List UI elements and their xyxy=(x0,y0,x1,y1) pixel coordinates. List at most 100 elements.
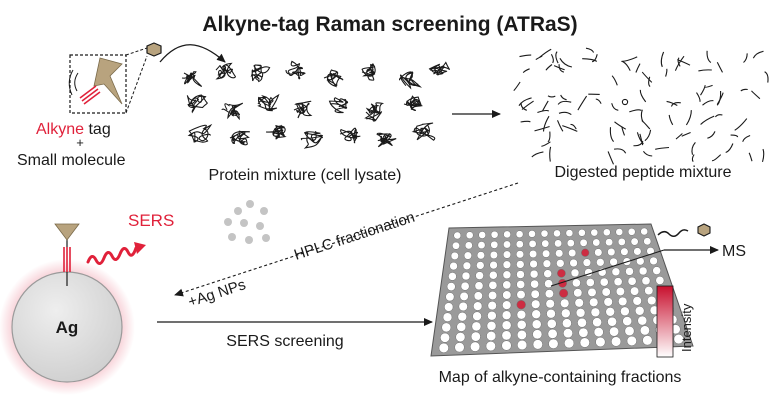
well xyxy=(574,298,584,308)
well xyxy=(577,317,587,328)
well xyxy=(627,276,637,286)
well xyxy=(452,241,460,250)
well xyxy=(488,280,498,290)
well xyxy=(440,332,450,343)
tagged-peptide-hexagon-icon xyxy=(697,223,711,237)
peptide-fragment xyxy=(582,58,598,62)
alkyne-tag-label: Alkyne tag xyxy=(36,121,111,138)
ag-np-dot xyxy=(260,207,268,215)
well xyxy=(603,297,613,307)
peptide-fragment xyxy=(560,94,567,101)
peptide-fragment xyxy=(635,63,641,73)
well xyxy=(611,336,622,347)
ag-np-dot xyxy=(234,207,242,215)
well xyxy=(486,331,497,341)
ag-np-dot xyxy=(246,200,254,208)
well xyxy=(473,301,483,311)
well xyxy=(458,301,468,312)
protein-tangle xyxy=(328,97,349,114)
ag-np-dot xyxy=(245,236,253,244)
well xyxy=(609,257,618,267)
well xyxy=(579,238,588,247)
peptide-fragment xyxy=(644,129,652,142)
well xyxy=(561,308,571,319)
well xyxy=(590,228,599,237)
protein-tangle xyxy=(187,123,213,143)
peptide-fragment xyxy=(611,103,619,111)
protein-tangle xyxy=(215,62,236,80)
well xyxy=(501,320,512,331)
well xyxy=(501,330,512,341)
well xyxy=(515,230,524,239)
well xyxy=(630,237,639,246)
peptide-fragment xyxy=(665,68,668,77)
well xyxy=(530,279,539,289)
well xyxy=(445,292,455,302)
well xyxy=(601,287,611,297)
hit-well xyxy=(559,288,569,298)
peptide-fragment xyxy=(677,59,691,66)
peptide-fragment xyxy=(547,131,551,143)
well xyxy=(553,229,561,238)
peptide-fragment xyxy=(752,50,764,59)
peptide-fragment xyxy=(585,47,595,53)
well xyxy=(587,287,597,297)
peptide-fragment xyxy=(711,154,722,162)
tagged-peptide-marker xyxy=(621,98,629,106)
well xyxy=(546,318,557,329)
well xyxy=(485,341,496,352)
peptide-fragment xyxy=(577,95,588,111)
hit-well xyxy=(516,300,526,310)
well xyxy=(548,338,559,349)
well xyxy=(516,290,526,300)
well xyxy=(476,251,485,260)
well xyxy=(565,229,574,237)
peptide-fragment xyxy=(537,109,550,114)
peptide-fragment xyxy=(668,114,674,126)
protein-tangle xyxy=(398,71,423,90)
sers-label: SERS xyxy=(128,211,174,230)
tagged-peptide-icon xyxy=(657,229,689,237)
peptide-fragment xyxy=(691,142,696,155)
well xyxy=(607,316,617,327)
well xyxy=(641,276,651,286)
well xyxy=(516,280,526,289)
hplc-fractionation-label: HPLC fractionation xyxy=(292,209,417,264)
well xyxy=(640,227,649,236)
protein-mixture xyxy=(181,60,451,149)
peptide-fragment xyxy=(641,71,653,83)
well xyxy=(547,328,558,339)
well xyxy=(470,341,481,352)
well xyxy=(531,309,541,319)
peptide-fragment xyxy=(534,125,550,132)
ms-label: MS xyxy=(722,243,746,260)
ag-np-dot xyxy=(228,233,236,241)
well xyxy=(490,240,499,249)
peptide-fragment xyxy=(591,54,598,63)
peptide-fragment xyxy=(674,55,685,71)
peptide-fragment xyxy=(562,125,578,132)
well xyxy=(454,342,465,353)
peptide-fragment xyxy=(691,154,695,163)
well xyxy=(595,336,606,348)
well xyxy=(503,230,511,239)
well xyxy=(472,311,482,321)
peptide-fragment xyxy=(716,61,723,73)
well xyxy=(516,309,527,320)
peptide-fragment xyxy=(513,81,521,92)
well xyxy=(633,247,642,256)
peptide-fragment xyxy=(607,151,615,165)
well xyxy=(566,239,575,248)
peptide-fragment xyxy=(748,152,753,162)
protein-tangle xyxy=(257,93,280,112)
peptide-fragment xyxy=(706,50,712,63)
well xyxy=(453,231,462,240)
well xyxy=(592,317,602,328)
well xyxy=(611,267,621,277)
peptide-fragment xyxy=(519,54,532,58)
well xyxy=(463,251,472,260)
well xyxy=(634,306,645,316)
protein-tangle xyxy=(186,94,208,114)
well xyxy=(554,239,563,248)
peptide-fragment xyxy=(666,100,678,106)
